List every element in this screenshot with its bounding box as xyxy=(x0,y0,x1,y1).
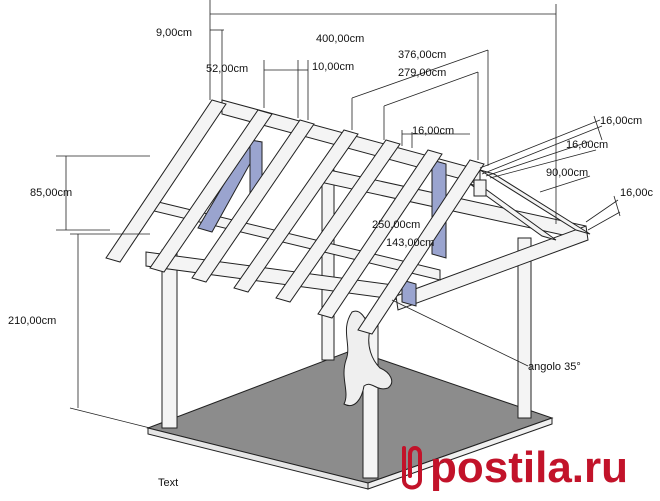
caption-text: Text xyxy=(158,477,178,489)
dim-85: 85,00cm xyxy=(30,187,72,199)
angle-label: angolo 35° xyxy=(528,361,581,373)
dim-90: 90,00cm xyxy=(546,167,588,179)
watermark: postila.ru xyxy=(402,443,628,492)
post-back-left xyxy=(321,169,335,361)
dim-16-right-a: 16,00cm xyxy=(600,115,642,127)
dim-16-right-c: 16,00c xyxy=(620,187,654,199)
post-back-right xyxy=(517,237,532,419)
dim-10: 10,00cm xyxy=(312,61,354,73)
dim-16-right-b: 16,00cm xyxy=(566,139,608,151)
brace-right-post xyxy=(401,279,417,307)
dim-143: 143,00cm xyxy=(386,237,434,249)
rafter-1 xyxy=(105,99,227,263)
dim-210: 210,00cm xyxy=(8,315,56,327)
rafter-4 xyxy=(233,129,359,293)
dim-52: 52,00cm xyxy=(206,63,248,75)
ridge-end-block xyxy=(473,179,487,197)
rafter-6 xyxy=(317,149,443,319)
dim-250: 250,00cm xyxy=(372,219,420,231)
dim-376: 376,00cm xyxy=(398,49,446,61)
dim-16-top: 16,00cm xyxy=(412,125,454,137)
dim-279: 279,00cm xyxy=(398,67,446,79)
rafters xyxy=(105,99,591,335)
dim-400: 400,00cm xyxy=(316,33,364,45)
tie-beam-right xyxy=(395,225,589,311)
dimension-lines xyxy=(56,0,621,429)
rafter-7 xyxy=(357,159,485,335)
braces xyxy=(197,139,447,307)
paperclip-icon xyxy=(402,446,422,490)
rafter-2 xyxy=(149,109,273,273)
rafter-back-1 xyxy=(479,169,591,235)
posts xyxy=(161,169,532,479)
dim-9: 9,00cm xyxy=(156,27,192,39)
climbing-plant xyxy=(343,310,393,406)
post-front-left xyxy=(161,249,178,429)
floor-slab xyxy=(146,349,554,490)
watermark-text: postila.ru xyxy=(430,443,628,492)
rafter-3 xyxy=(191,119,315,283)
rafter-5 xyxy=(275,139,401,303)
